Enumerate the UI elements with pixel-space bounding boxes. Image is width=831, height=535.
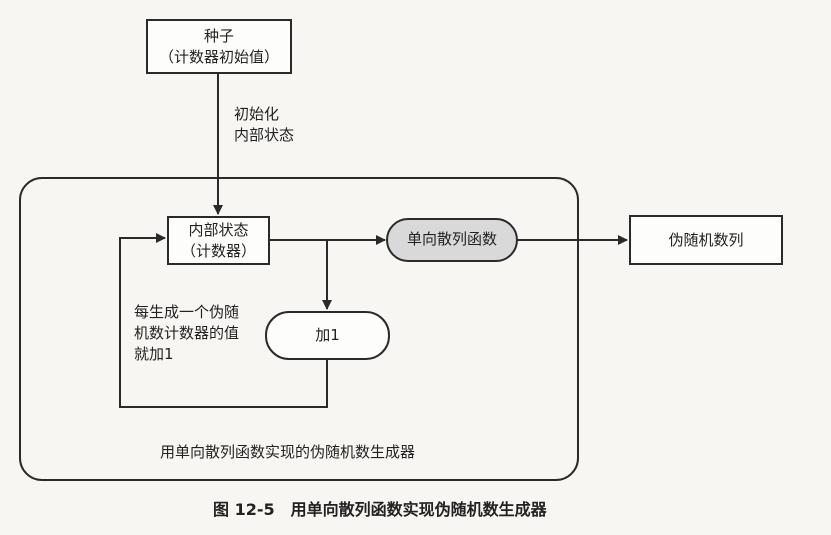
init-label-line2: 内部状态 <box>234 126 295 144</box>
state-subtitle: （计数器） <box>180 241 256 260</box>
init-state-label: 初始化 内部状态 <box>234 104 294 146</box>
hash-function-label: 单向散列函数 <box>406 230 497 248</box>
init-label-line1: 初始化 <box>234 105 280 123</box>
seed-box: 种子 （计数器初始值） <box>146 19 292 74</box>
generator-container <box>19 177 579 481</box>
internal-state-box: 内部状态 （计数器） <box>167 216 270 265</box>
output-label: 伪随机数列 <box>668 230 744 249</box>
increment-label: 加1 <box>315 326 340 344</box>
increment-note: 每生成一个伪随 机数计数器的值 就加1 <box>134 302 239 365</box>
note-line3: 就加1 <box>134 345 174 363</box>
note-line2: 机数计数器的值 <box>134 324 240 342</box>
note-line1: 每生成一个伪随 <box>134 303 240 321</box>
output-box: 伪随机数列 <box>629 215 783 265</box>
state-title: 内部状态 <box>188 220 249 239</box>
seed-title: 种子 <box>203 26 234 45</box>
arrow-feedback-loop <box>119 233 328 408</box>
seed-subtitle: （计数器初始值） <box>158 47 279 66</box>
container-label: 用单向散列函数实现的伪随机数生成器 <box>160 443 416 461</box>
figure-caption: 图 12-5 用单向散列函数实现伪随机数生成器 <box>213 500 547 519</box>
